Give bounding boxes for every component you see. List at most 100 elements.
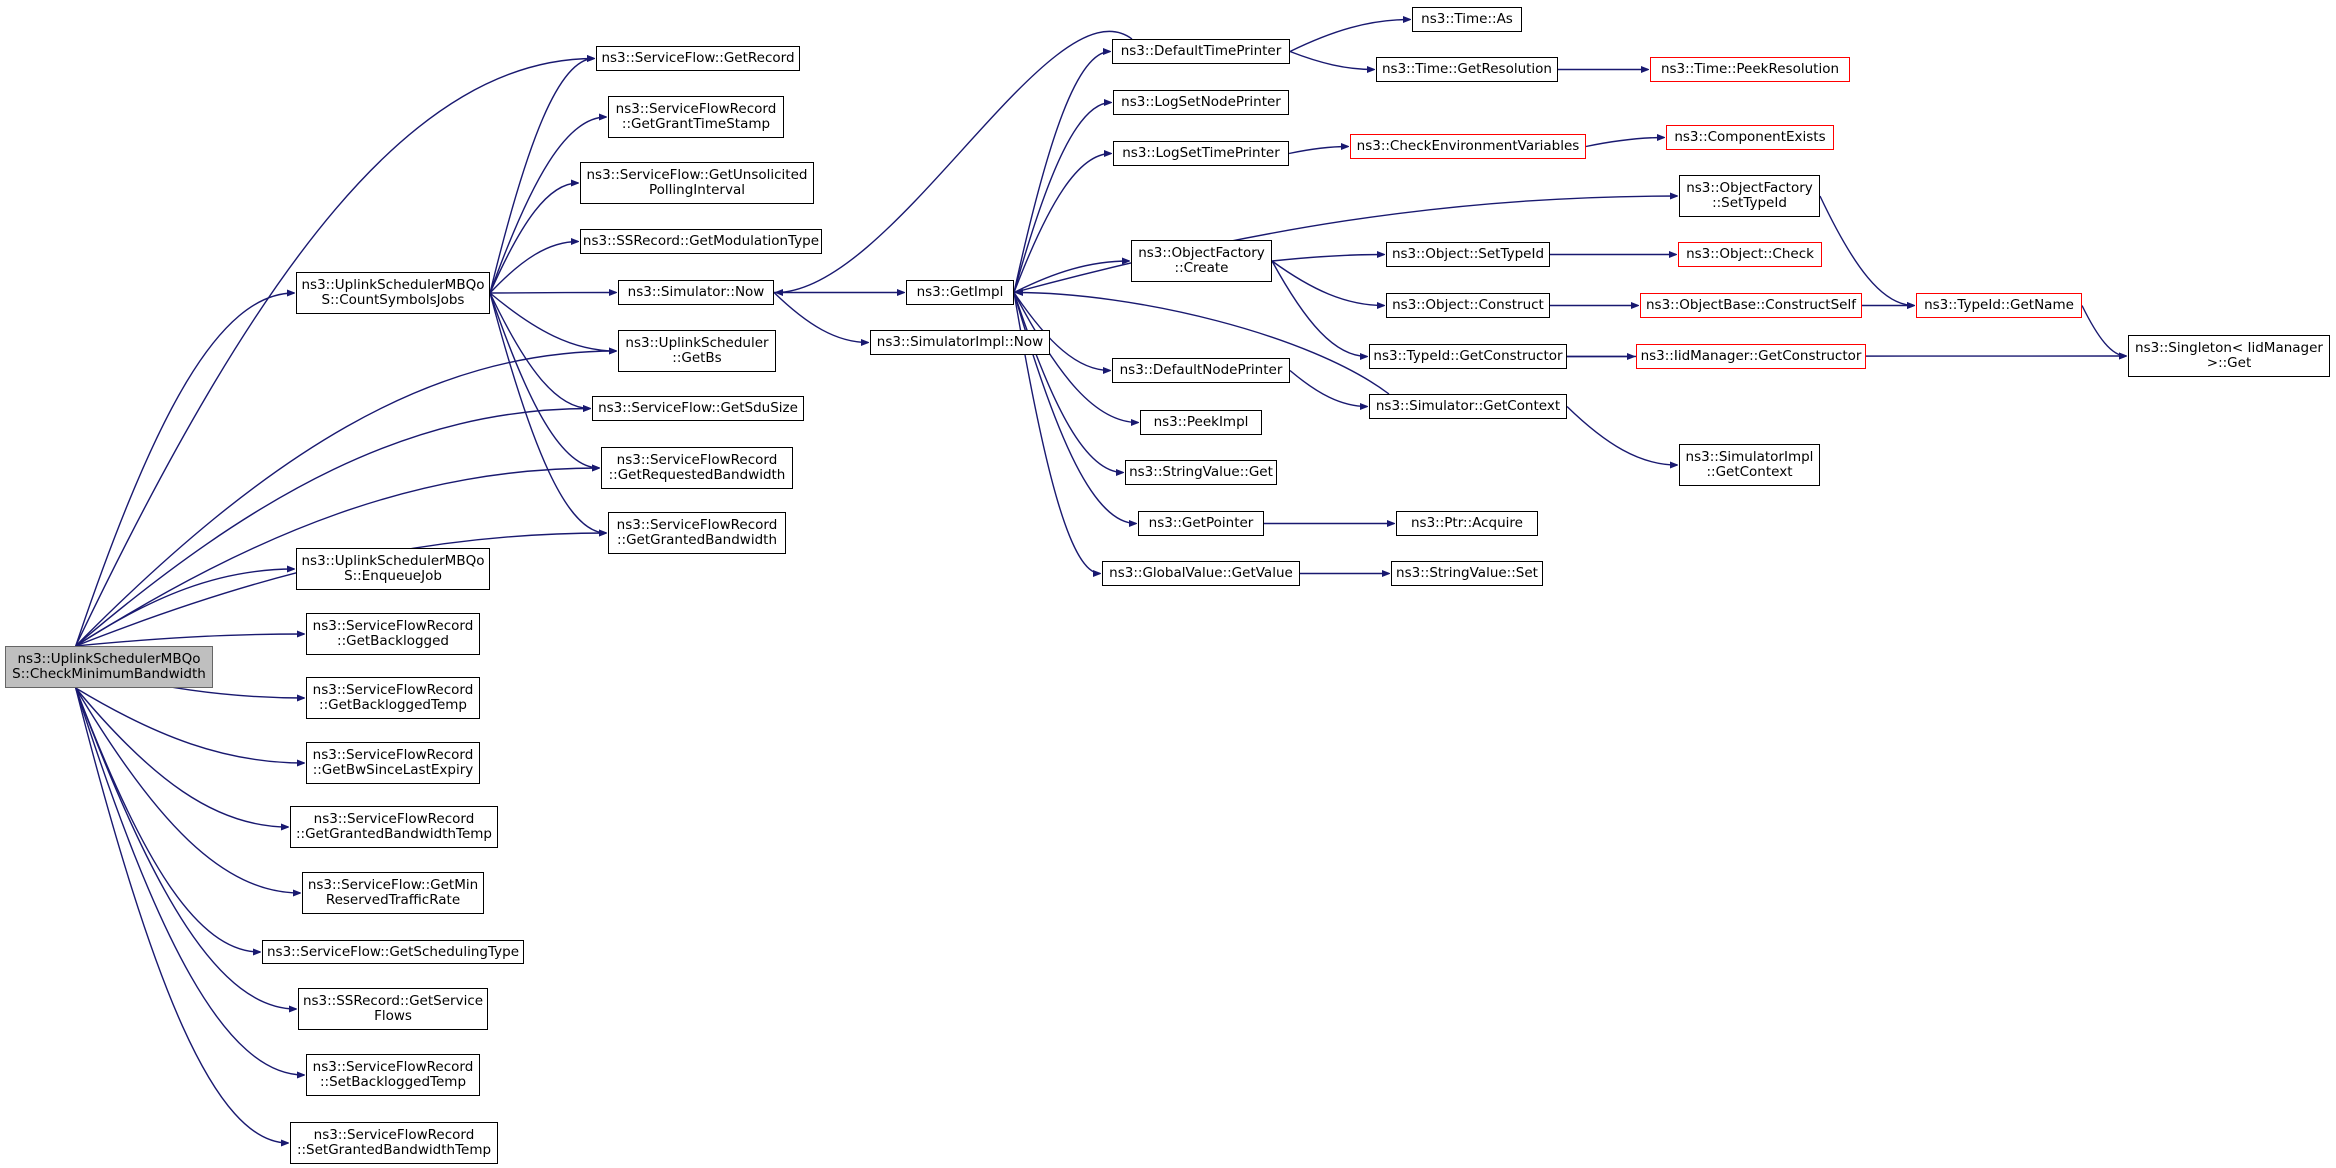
node-getsdusize[interactable]: ns3::ServiceFlow::GetSduSize xyxy=(592,396,804,421)
node-getmodulation[interactable]: ns3::SSRecord::GetModulationType xyxy=(580,229,822,254)
node-label-line: ns3::LogSetNodePrinter xyxy=(1121,94,1281,110)
node-label-line: ns3::ServiceFlowRecord xyxy=(312,1059,474,1075)
edge-countsym-to-getbs xyxy=(489,292,616,351)
node-logsettimeprinter[interactable]: ns3::LogSetTimePrinter xyxy=(1113,141,1289,166)
node-simnow[interactable]: ns3::Simulator::Now xyxy=(618,280,774,305)
node-typeidgetctor[interactable]: ns3::TypeId::GetConstructor xyxy=(1369,344,1567,369)
edge-objfactorysettype-to-typeidgetname xyxy=(1819,195,1914,306)
node-typeidgetname[interactable]: ns3::TypeId::GetName xyxy=(1916,293,2082,318)
node-label-line: ns3::ServiceFlowRecord xyxy=(312,618,474,634)
node-label-line: ns3::Object::SetTypeId xyxy=(1391,246,1545,262)
edge-logsettimeprinter-to-checkenv xyxy=(1288,147,1348,155)
node-label-line: ns3::ServiceFlowRecord xyxy=(312,747,474,763)
node-simimplnow[interactable]: ns3::SimulatorImpl::Now xyxy=(870,330,1050,355)
edge-defaulttimeprinter-to-simnow xyxy=(776,30,1133,292)
node-objfactorysettype[interactable]: ns3::ObjectFactory::SetTypeId xyxy=(1679,175,1820,217)
node-getbwsince[interactable]: ns3::ServiceFlowRecord::GetBwSinceLastEx… xyxy=(306,742,480,784)
node-label-line: ::GetBwSinceLastExpiry xyxy=(312,762,474,778)
node-label-line: ::Create xyxy=(1174,260,1229,276)
node-simimplgetcontext[interactable]: ns3::SimulatorImpl::GetContext xyxy=(1679,444,1820,486)
node-label-line: ns3::TypeId::GetName xyxy=(1924,297,2074,313)
node-getbs[interactable]: ns3::UplinkScheduler::GetBs xyxy=(618,330,776,372)
node-label-line: ns3::Ptr::Acquire xyxy=(1411,515,1523,531)
node-label-line: ::GetGrantTimeStamp xyxy=(621,116,771,132)
node-objectsettypeid[interactable]: ns3::Object::SetTypeId xyxy=(1386,242,1550,267)
node-singletonget[interactable]: ns3::Singleton< IidManager >::Get xyxy=(2128,335,2330,377)
node-getscheduling[interactable]: ns3::ServiceFlow::GetSchedulingType xyxy=(262,940,524,964)
edge-checkmin-to-getbacklogged xyxy=(75,634,304,647)
node-getrequestedbw[interactable]: ns3::ServiceFlowRecord::GetRequestedBand… xyxy=(601,447,793,489)
node-label-line: ns3::TypeId::GetConstructor xyxy=(1373,348,1563,364)
node-timegetres[interactable]: ns3::Time::GetResolution xyxy=(1376,57,1558,82)
node-getimpl[interactable]: ns3::GetImpl xyxy=(906,280,1014,305)
edge-countsym-to-getrecord xyxy=(489,59,594,294)
node-label-line: ns3::ObjectBase::ConstructSelf xyxy=(1646,297,1856,313)
node-label-line: ns3::IidManager::GetConstructor xyxy=(1640,348,1862,364)
node-getgranttime[interactable]: ns3::ServiceFlowRecord::GetGrantTimeStam… xyxy=(608,96,784,138)
node-getbacklogged[interactable]: ns3::ServiceFlowRecord::GetBacklogged xyxy=(306,613,480,655)
edge-checkmin-to-setgrantedbwtemp xyxy=(75,687,288,1143)
node-objectconstruct[interactable]: ns3::Object::Construct xyxy=(1386,293,1550,318)
node-label-line: ns3::StringValue::Get xyxy=(1129,464,1273,480)
node-label-line: ns3::Singleton< IidManager xyxy=(2135,340,2323,356)
edge-checkmin-to-getserviceflows xyxy=(75,687,296,1009)
node-peekimpl[interactable]: ns3::PeekImpl xyxy=(1140,410,1262,435)
node-getgrantedbw[interactable]: ns3::ServiceFlowRecord::GetGrantedBandwi… xyxy=(608,512,786,554)
edge-checkmin-to-getrequestedbw xyxy=(75,468,599,647)
edge-getimpl-to-objfactorycreate xyxy=(1013,261,1129,294)
node-setgrantedbwtemp[interactable]: ns3::ServiceFlowRecord::SetGrantedBandwi… xyxy=(290,1122,498,1164)
node-iidmgrgetctor[interactable]: ns3::IidManager::GetConstructor xyxy=(1636,344,1866,369)
edge-checkmin-to-getsdusize xyxy=(75,409,590,647)
node-objfactorycreate[interactable]: ns3::ObjectFactory::Create xyxy=(1131,240,1272,282)
node-label-line: ::GetContext xyxy=(1706,464,1793,480)
edge-getimpl-to-globalvalueget xyxy=(1013,292,1100,574)
node-defaultnodeprinter[interactable]: ns3::DefaultNodePrinter xyxy=(1112,358,1290,383)
edge-getimpl-to-defaultnodeprinter xyxy=(1013,292,1110,371)
node-simgetcontext[interactable]: ns3::Simulator::GetContext xyxy=(1369,394,1567,419)
node-getpointer[interactable]: ns3::GetPointer xyxy=(1138,511,1264,536)
node-label-line: ::SetBackloggedTemp xyxy=(319,1074,467,1090)
node-label-line: ns3::ObjectFactory xyxy=(1686,180,1813,196)
edge-countsym-to-getgranttime xyxy=(489,117,606,294)
node-defaulttimeprinter[interactable]: ns3::DefaultTimePrinter xyxy=(1112,39,1290,64)
node-timeas[interactable]: ns3::Time::As xyxy=(1412,7,1522,32)
node-label-line: ns3::ServiceFlowRecord xyxy=(312,682,474,698)
node-label-line: ns3::ServiceFlow::GetUnsolicited xyxy=(586,167,808,183)
node-stringvalueget[interactable]: ns3::StringValue::Get xyxy=(1125,460,1277,485)
edge-layer xyxy=(75,20,2126,1144)
node-componentexists[interactable]: ns3::ComponentExists xyxy=(1666,125,1834,150)
node-globalvalueget[interactable]: ns3::GlobalValue::GetValue xyxy=(1102,561,1300,586)
node-getrecord[interactable]: ns3::ServiceFlow::GetRecord xyxy=(596,46,800,71)
edge-simgetcontext-to-simimplgetcontext xyxy=(1566,405,1677,466)
node-checkenv[interactable]: ns3::CheckEnvironmentVariables xyxy=(1350,134,1586,159)
node-label-line: ns3::ServiceFlowRecord xyxy=(616,517,778,533)
node-setbackloggedtemp[interactable]: ns3::ServiceFlowRecord::SetBackloggedTem… xyxy=(306,1054,480,1096)
node-ptracquire[interactable]: ns3::Ptr::Acquire xyxy=(1396,511,1538,536)
node-label-line: ::GetGrantedBandwidth xyxy=(616,532,778,548)
node-objectcheck[interactable]: ns3::Object::Check xyxy=(1678,242,1822,267)
node-getbackloggedtemp[interactable]: ns3::ServiceFlowRecord::GetBackloggedTem… xyxy=(306,677,480,719)
edge-defaulttimeprinter-to-timeas xyxy=(1289,20,1410,53)
node-label-line: ns3::SimulatorImpl::Now xyxy=(876,334,1044,350)
node-stringvalueset[interactable]: ns3::StringValue::Set xyxy=(1391,561,1543,586)
node-objbaseconstructself[interactable]: ns3::ObjectBase::ConstructSelf xyxy=(1640,293,1862,318)
node-getgrantedbwtemp[interactable]: ns3::ServiceFlowRecord::GetGrantedBandwi… xyxy=(290,806,498,848)
edge-typeidgetname-to-singletonget xyxy=(2081,305,2126,357)
edge-countsym-to-getsdusize xyxy=(489,292,590,409)
node-timepeekres[interactable]: ns3::Time::PeekResolution xyxy=(1650,57,1850,82)
node-label-line: ns3::Time::As xyxy=(1421,11,1513,27)
node-label-line: ns3::ServiceFlow::GetSchedulingType xyxy=(266,943,520,960)
node-logsetnodeprinter[interactable]: ns3::LogSetNodePrinter xyxy=(1113,90,1289,115)
edge-objfactorycreate-to-objectconstruct xyxy=(1271,260,1384,306)
node-label-line: S::CheckMinimumBandwidth xyxy=(12,666,206,682)
node-label-line: ::SetTypeId xyxy=(1712,195,1787,211)
node-label-line: ns3::GetPointer xyxy=(1148,515,1254,531)
edge-countsym-to-simnow xyxy=(489,293,616,294)
